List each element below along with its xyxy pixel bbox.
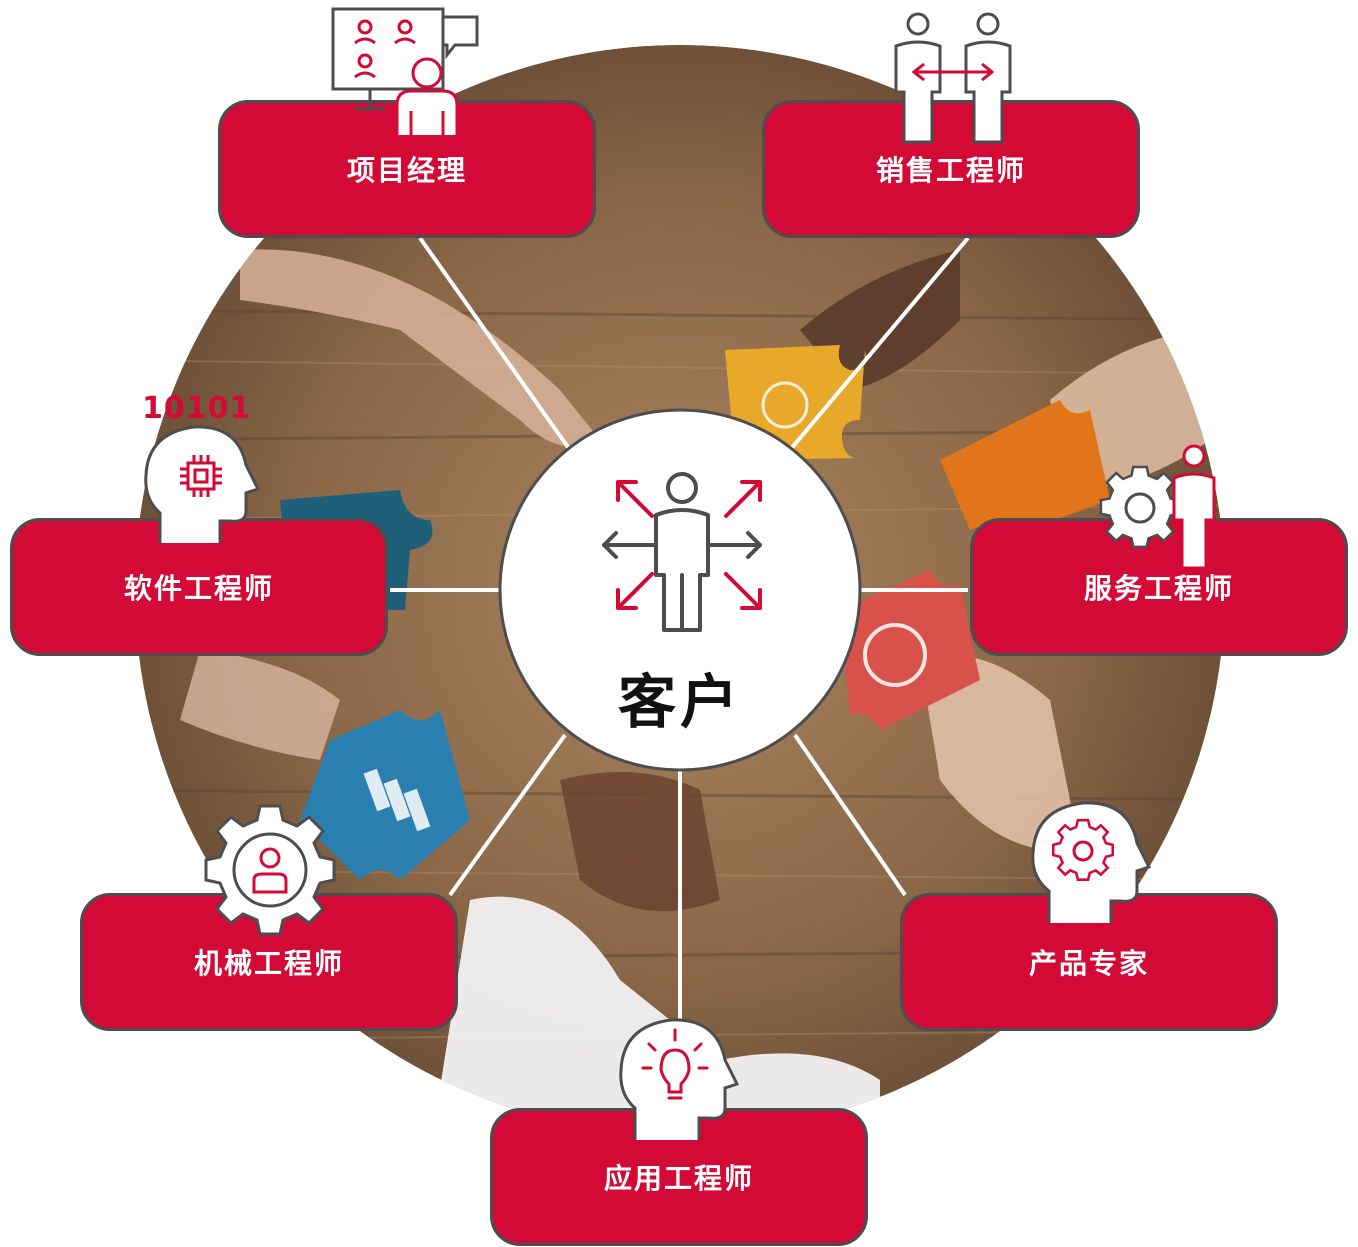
role-label: 软件工程师 bbox=[123, 572, 274, 605]
hand-shape bbox=[180, 650, 340, 760]
role-label: 项目经理 bbox=[346, 154, 467, 187]
hand-shape bbox=[920, 655, 1080, 852]
bars-glyph bbox=[363, 768, 431, 832]
role-service-engineer: 服务工程师 bbox=[970, 518, 1348, 656]
puzzle-piece-red bbox=[840, 570, 980, 730]
role-label: 服务工程师 bbox=[1083, 572, 1234, 605]
presentation-board-icon bbox=[331, 7, 479, 135]
head-lightbulb-icon bbox=[619, 1018, 740, 1140]
head-chip-binary-icon: 10101 bbox=[142, 391, 261, 543]
gear-person-icon bbox=[1099, 444, 1216, 570]
binary-text: 10101 bbox=[142, 391, 251, 426]
head-gear-icon bbox=[1031, 801, 1152, 923]
role-label: 销售工程师 bbox=[875, 154, 1026, 187]
role-sales-engineer: 销售工程师 bbox=[762, 100, 1140, 238]
two-people-exchange-icon bbox=[894, 12, 1012, 144]
hand-shape bbox=[800, 250, 960, 390]
connector-lines bbox=[390, 236, 970, 1110]
role-label: 产品专家 bbox=[1028, 947, 1149, 980]
puzzle-piece-orange bbox=[940, 400, 1110, 540]
customer-arrows-icon bbox=[602, 472, 762, 632]
customer-label: 客户 bbox=[617, 668, 742, 736]
role-label: 机械工程师 bbox=[193, 947, 344, 980]
role-label: 应用工程师 bbox=[603, 1162, 754, 1195]
gear-user-icon bbox=[204, 804, 336, 936]
hand-shape bbox=[240, 249, 600, 447]
